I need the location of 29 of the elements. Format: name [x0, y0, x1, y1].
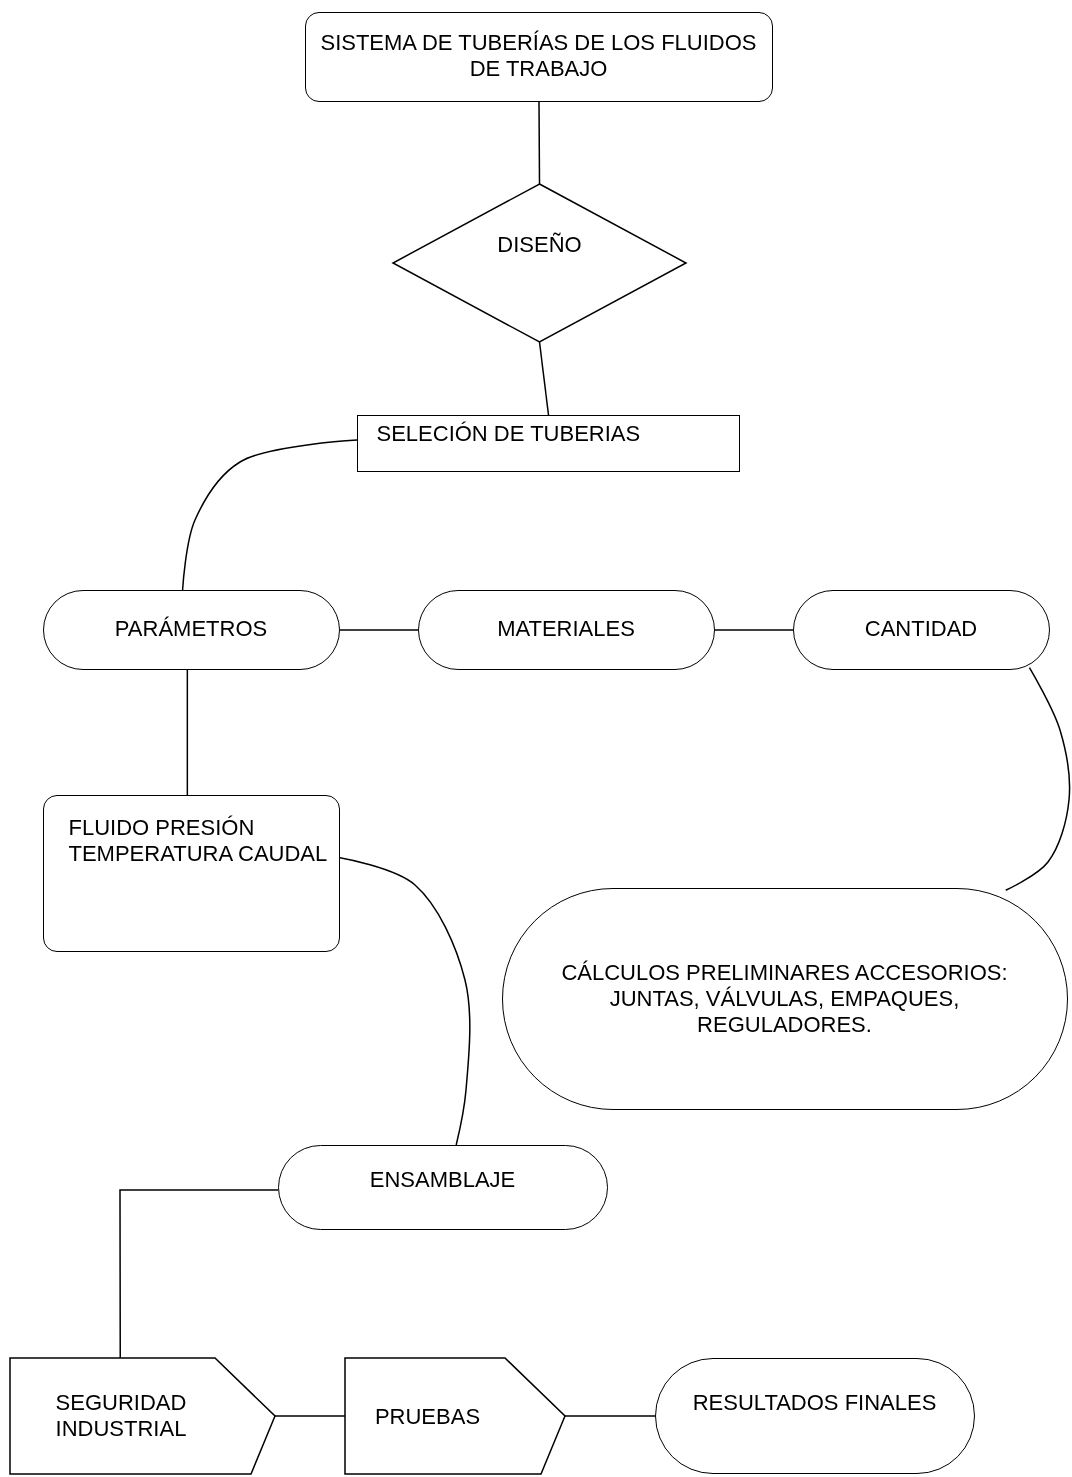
node-label: FLUIDO PRESIÓN TEMPERATURA CAUDAL	[68, 814, 329, 867]
connector-line	[339, 629, 419, 631]
connector-line	[714, 629, 794, 631]
node-label: MATERIALES	[496, 615, 636, 642]
node-label: PARÁMETROS	[113, 615, 269, 642]
node-label: CÁLCULOS PRELIMINARES ACCESORIOS: JUNTAS, VÁLVULAS, EMPAQUES, REGULADORES.	[560, 959, 1009, 1038]
connector-line	[119, 1189, 279, 1359]
node-label: SISTEMA DE TUBERÍAS DE LOS FLUIDOS DE TRABAJO	[319, 29, 758, 82]
decision-diamond	[393, 184, 686, 342]
connector-line	[339, 857, 471, 1146]
connector-line	[274, 1415, 346, 1417]
connector-line	[181, 439, 358, 591]
node-label: SEGURIDAD INDUSTRIAL	[54, 1390, 188, 1442]
node-label: CANTIDAD	[863, 615, 979, 642]
node-label: DISEÑO	[496, 232, 583, 258]
connector-line	[1005, 666, 1071, 891]
process-box	[357, 415, 740, 472]
node-label: PRUEBAS	[373, 1404, 482, 1430]
node-label: RESULTADOS FINALES	[691, 1389, 938, 1416]
pentagon-arrow-shape	[345, 1358, 565, 1474]
rounded-box	[305, 12, 773, 102]
node-label: SELECIÓN DE TUBERIAS	[376, 420, 642, 447]
node-label: ENSAMBLAJE	[368, 1166, 517, 1193]
connector-line	[564, 1415, 656, 1417]
connector-line	[538, 341, 550, 416]
rounded-box	[43, 795, 340, 952]
pentagon-arrow-shape	[10, 1358, 275, 1474]
connector-line	[186, 669, 189, 796]
connector-line	[538, 101, 541, 185]
